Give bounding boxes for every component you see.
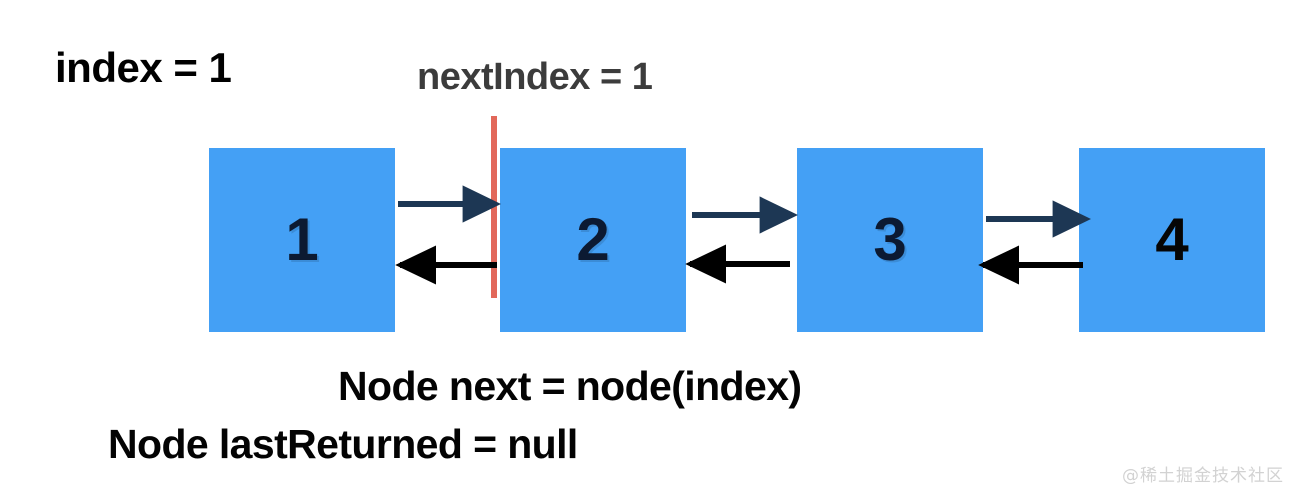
node-value-1: 1 [285,206,319,273]
node-value-3: 3 [873,206,907,273]
code-line-last-returned: Node lastReturned = null [108,421,578,467]
next-index-label: nextIndex = 1 [417,56,653,98]
node-box-4: 4 [1079,148,1265,332]
code-line-node-next: Node next = node(index) [338,363,802,409]
next-index-marker-line [491,116,497,298]
watermark: @稀土掘金技术社区 [1122,466,1284,486]
node-box-3: 3 [797,148,983,332]
node-value-4: 4 [1155,206,1189,273]
node-value-2: 2 [576,206,610,273]
node-box-2: 2 [500,148,686,332]
node-box-1: 1 [209,148,395,332]
index-label: index = 1 [55,44,232,91]
